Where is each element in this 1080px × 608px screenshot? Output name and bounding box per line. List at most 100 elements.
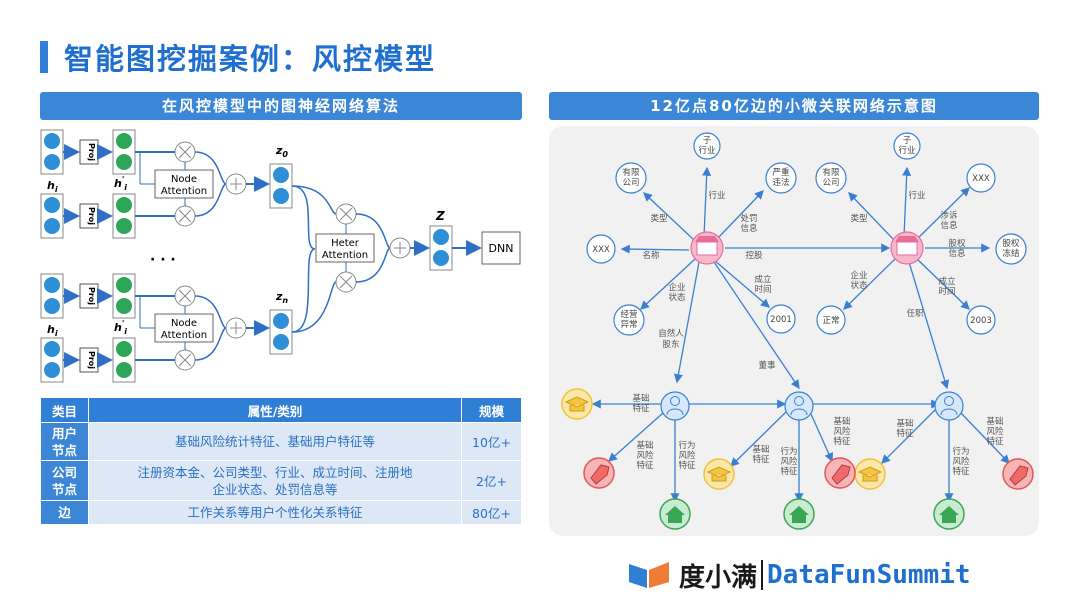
edge-label-behavior-risk: 特征 bbox=[952, 466, 970, 477]
h-i-label-bottom: hi bbox=[47, 323, 58, 338]
big-z-label: Z bbox=[435, 209, 445, 223]
node-limited-company-2: 有限 bbox=[822, 167, 840, 178]
brand-name: 度小满 bbox=[679, 562, 758, 593]
row-category: 边 bbox=[40, 500, 89, 525]
house-icon bbox=[933, 498, 965, 530]
row-attributes: 注册资本金、公司类型、行业、成立时间、注册地企业状态、处罚信息等 bbox=[88, 460, 462, 501]
edge-label-basic-risk: 风险 bbox=[636, 450, 654, 461]
price-tag-icon bbox=[583, 457, 615, 489]
edge-label-basic-risk: 特征 bbox=[986, 436, 1004, 447]
dnn-label: DNN bbox=[489, 242, 514, 255]
edge-label-behavior-risk: 特征 bbox=[678, 460, 696, 471]
node-year-2003: 2003 bbox=[970, 316, 992, 326]
edge-label-basic-risk: 基础 bbox=[636, 440, 653, 451]
footer-brand: 度小满 DataFunSummit bbox=[627, 556, 971, 594]
edge-label-basic-risk: 基础 bbox=[833, 416, 850, 427]
brand-logo-icon bbox=[629, 562, 669, 588]
edge-label-natural-person: 自然人 bbox=[658, 328, 684, 339]
edge-label-behavior-risk: 行为 bbox=[678, 440, 695, 451]
edge-label-behavior-risk: 特征 bbox=[780, 466, 798, 477]
edge-label-founded: 时间 bbox=[938, 286, 955, 297]
node-limited-company-1: 有限 bbox=[622, 167, 640, 178]
edge-label-basic-risk: 基础 bbox=[986, 416, 1003, 427]
table-row: 用户节点 基础风险统计特征、基础用户特征等 10亿+ bbox=[40, 422, 522, 461]
edge-label-founded: 成立 bbox=[754, 274, 772, 285]
edge-label-founded: 成立 bbox=[938, 276, 956, 287]
row-scale: 80亿+ bbox=[461, 500, 522, 525]
row-category: 公司节点 bbox=[40, 460, 89, 501]
node-abnormal: 异常 bbox=[620, 319, 637, 330]
network-diagram: 子 行业 子 行业 有限 公司 有限 公司 严重 违法 XXX XXX 股权 冻… bbox=[561, 132, 1034, 530]
node-limited-company-2: 公司 bbox=[822, 178, 839, 188]
edge-label-industry: 行业 bbox=[708, 190, 725, 201]
node-xxx-left: XXX bbox=[592, 245, 610, 255]
proj-label: Proj bbox=[87, 351, 96, 369]
edge-label-basic-risk: 风险 bbox=[986, 426, 1004, 437]
node-limited-company-1: 公司 bbox=[622, 178, 639, 188]
title-accent-bar bbox=[40, 41, 48, 73]
gnn-diagram: hi Proj Proj h'i Node Attention bbox=[40, 129, 521, 383]
edge-label-basic-feature: 基础 bbox=[632, 393, 649, 404]
top-node-group: hi Proj Proj h'i Node Attention bbox=[40, 129, 293, 239]
edge-label-employment: 任职 bbox=[906, 308, 924, 319]
node-year-2001: 2001 bbox=[770, 315, 792, 325]
edge-label-equity: 股权 bbox=[948, 238, 966, 249]
heter-attention-group: Heter Attention Z DNN bbox=[291, 185, 521, 333]
edge-label-basic-feature: 特征 bbox=[752, 454, 770, 465]
company-node-b bbox=[890, 231, 924, 265]
node-sub-industry-1: 子 bbox=[703, 136, 712, 146]
edge-label-director: 董事 bbox=[758, 360, 776, 371]
price-tag-icon bbox=[1002, 458, 1034, 490]
row-scale: 2亿+ bbox=[461, 460, 522, 501]
node-violation: 严重 bbox=[772, 167, 790, 178]
edge-label-status: 状态 bbox=[850, 280, 868, 291]
node-violation: 违法 bbox=[772, 177, 789, 188]
row-category: 用户节点 bbox=[40, 422, 89, 461]
edge-label-litigation: 涉诉 bbox=[940, 210, 958, 221]
edge-label-behavior-risk: 风险 bbox=[780, 456, 798, 467]
person-node-2 bbox=[784, 391, 814, 421]
right-panel-header: 12亿点80亿边的小微关联网络示意图 bbox=[549, 92, 1039, 120]
node-abnormal: 经营 bbox=[620, 309, 637, 320]
edge-label-litigation: 信息 bbox=[940, 220, 958, 231]
edge-label-behavior-risk: 风险 bbox=[678, 450, 696, 461]
edge-label-natural-person: 股东 bbox=[662, 339, 679, 350]
bottom-node-group: hi Proj Proj h'i Node Attention zn bbox=[40, 273, 293, 383]
table-header-attributes: 属性/类别 bbox=[88, 397, 462, 423]
table-header-scale: 规模 bbox=[461, 397, 522, 423]
node-attention-label: Attention bbox=[161, 186, 207, 197]
proj-label: Proj bbox=[87, 207, 96, 225]
zn-label: zn bbox=[275, 290, 288, 305]
proj-label: Proj bbox=[87, 287, 96, 305]
proj-label: Proj bbox=[87, 143, 96, 161]
edge-label-shareholding: 控股 bbox=[745, 250, 763, 261]
edge-label-basic-risk: 风险 bbox=[833, 426, 851, 437]
person-node-1 bbox=[660, 391, 690, 421]
h-prime-label-top: h'i bbox=[114, 175, 127, 192]
node-sub-industry-2: 行业 bbox=[898, 145, 915, 156]
house-icon bbox=[783, 498, 815, 530]
edge-label-industry: 行业 bbox=[908, 190, 925, 201]
h-i-label-top: hi bbox=[47, 179, 58, 194]
price-tag-icon bbox=[824, 457, 856, 489]
node-sub-industry-2: 子 bbox=[903, 136, 912, 146]
node-equity-frozen: 冻结 bbox=[1002, 248, 1019, 259]
h-prime-label-bottom: h'i bbox=[114, 319, 127, 336]
graduation-cap-icon bbox=[854, 458, 886, 490]
table-header-category: 类目 bbox=[40, 397, 89, 423]
table-row: 公司节点 注册资本金、公司类型、行业、成立时间、注册地企业状态、处罚信息等 2亿… bbox=[40, 460, 522, 501]
edge-label-status: 企业 bbox=[850, 270, 867, 281]
edge-label-type: 类型 bbox=[650, 213, 668, 224]
edge-label-equity: 信息 bbox=[948, 248, 966, 259]
row-attributes: 基础风险统计特征、基础用户特征等 bbox=[88, 422, 462, 461]
node-xxx-right: XXX bbox=[972, 174, 990, 184]
node-sub-industry-1: 行业 bbox=[698, 145, 715, 156]
edge-label-basic-risk: 特征 bbox=[833, 436, 851, 447]
edge-label-penalty: 信息 bbox=[740, 223, 758, 234]
house-icon bbox=[659, 498, 691, 530]
edge-label-penalty: 处罚 bbox=[740, 213, 757, 224]
z0-label: z0 bbox=[275, 144, 288, 159]
node-attention-label: Node bbox=[171, 318, 197, 329]
edge-label-basic-feature: 特征 bbox=[896, 428, 914, 439]
edge-label-basic-feature: 基础 bbox=[752, 444, 769, 455]
